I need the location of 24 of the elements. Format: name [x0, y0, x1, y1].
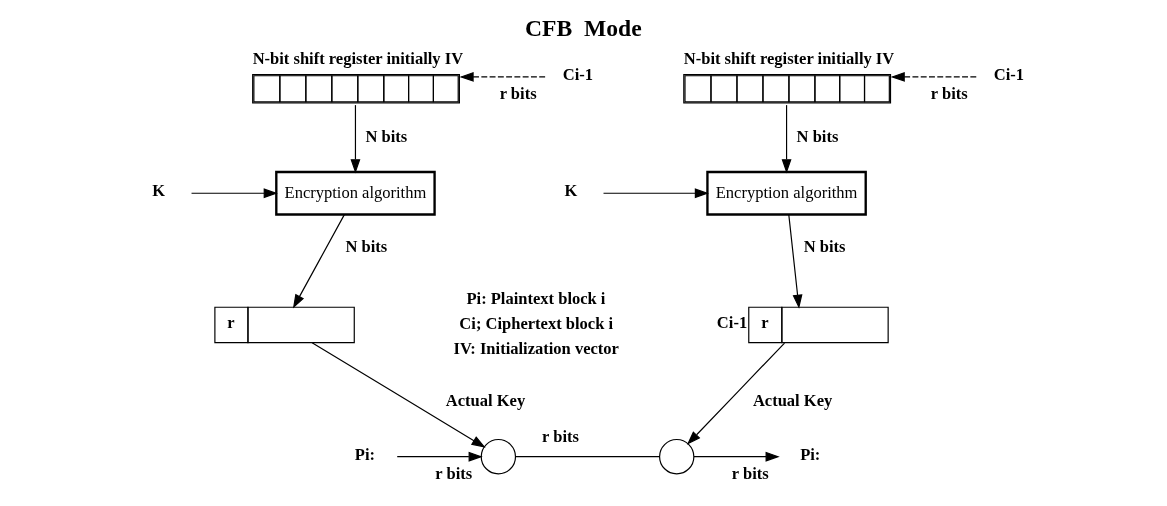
node-text: K [151, 180, 165, 200]
node-text: Ci-1 [562, 64, 593, 84]
node-text: Ci-1 [993, 64, 1024, 84]
edge-label: N bits [796, 126, 838, 146]
diagram-title: CFB Mode [524, 14, 642, 41]
node-text: K [564, 180, 577, 200]
edge-label: N bits [344, 236, 387, 256]
edge-label: r bits [499, 83, 537, 103]
node-label: Ci-1 [716, 312, 747, 332]
edge-label: N bits [803, 236, 845, 256]
edge-label: r bits [541, 426, 579, 446]
node-label: N-bit shift register initially IV [252, 48, 463, 68]
edge-label: r bits [434, 463, 472, 483]
node-text: Pi: [799, 444, 820, 464]
edge-label: Actual Key [752, 390, 832, 410]
label: Ci; Ciphertext block i [458, 313, 613, 333]
edge-label: Actual Key [445, 390, 525, 410]
label: IV: Initialization vector [452, 338, 619, 358]
node-text: Pi: [354, 444, 375, 464]
edge-label: N bits [364, 126, 407, 146]
edge-label: r bits [731, 463, 769, 483]
edge-label: r bits [930, 83, 968, 103]
node-label: N-bit shift register initially IV [683, 48, 894, 68]
label: Pi: Plaintext block i [465, 288, 605, 308]
